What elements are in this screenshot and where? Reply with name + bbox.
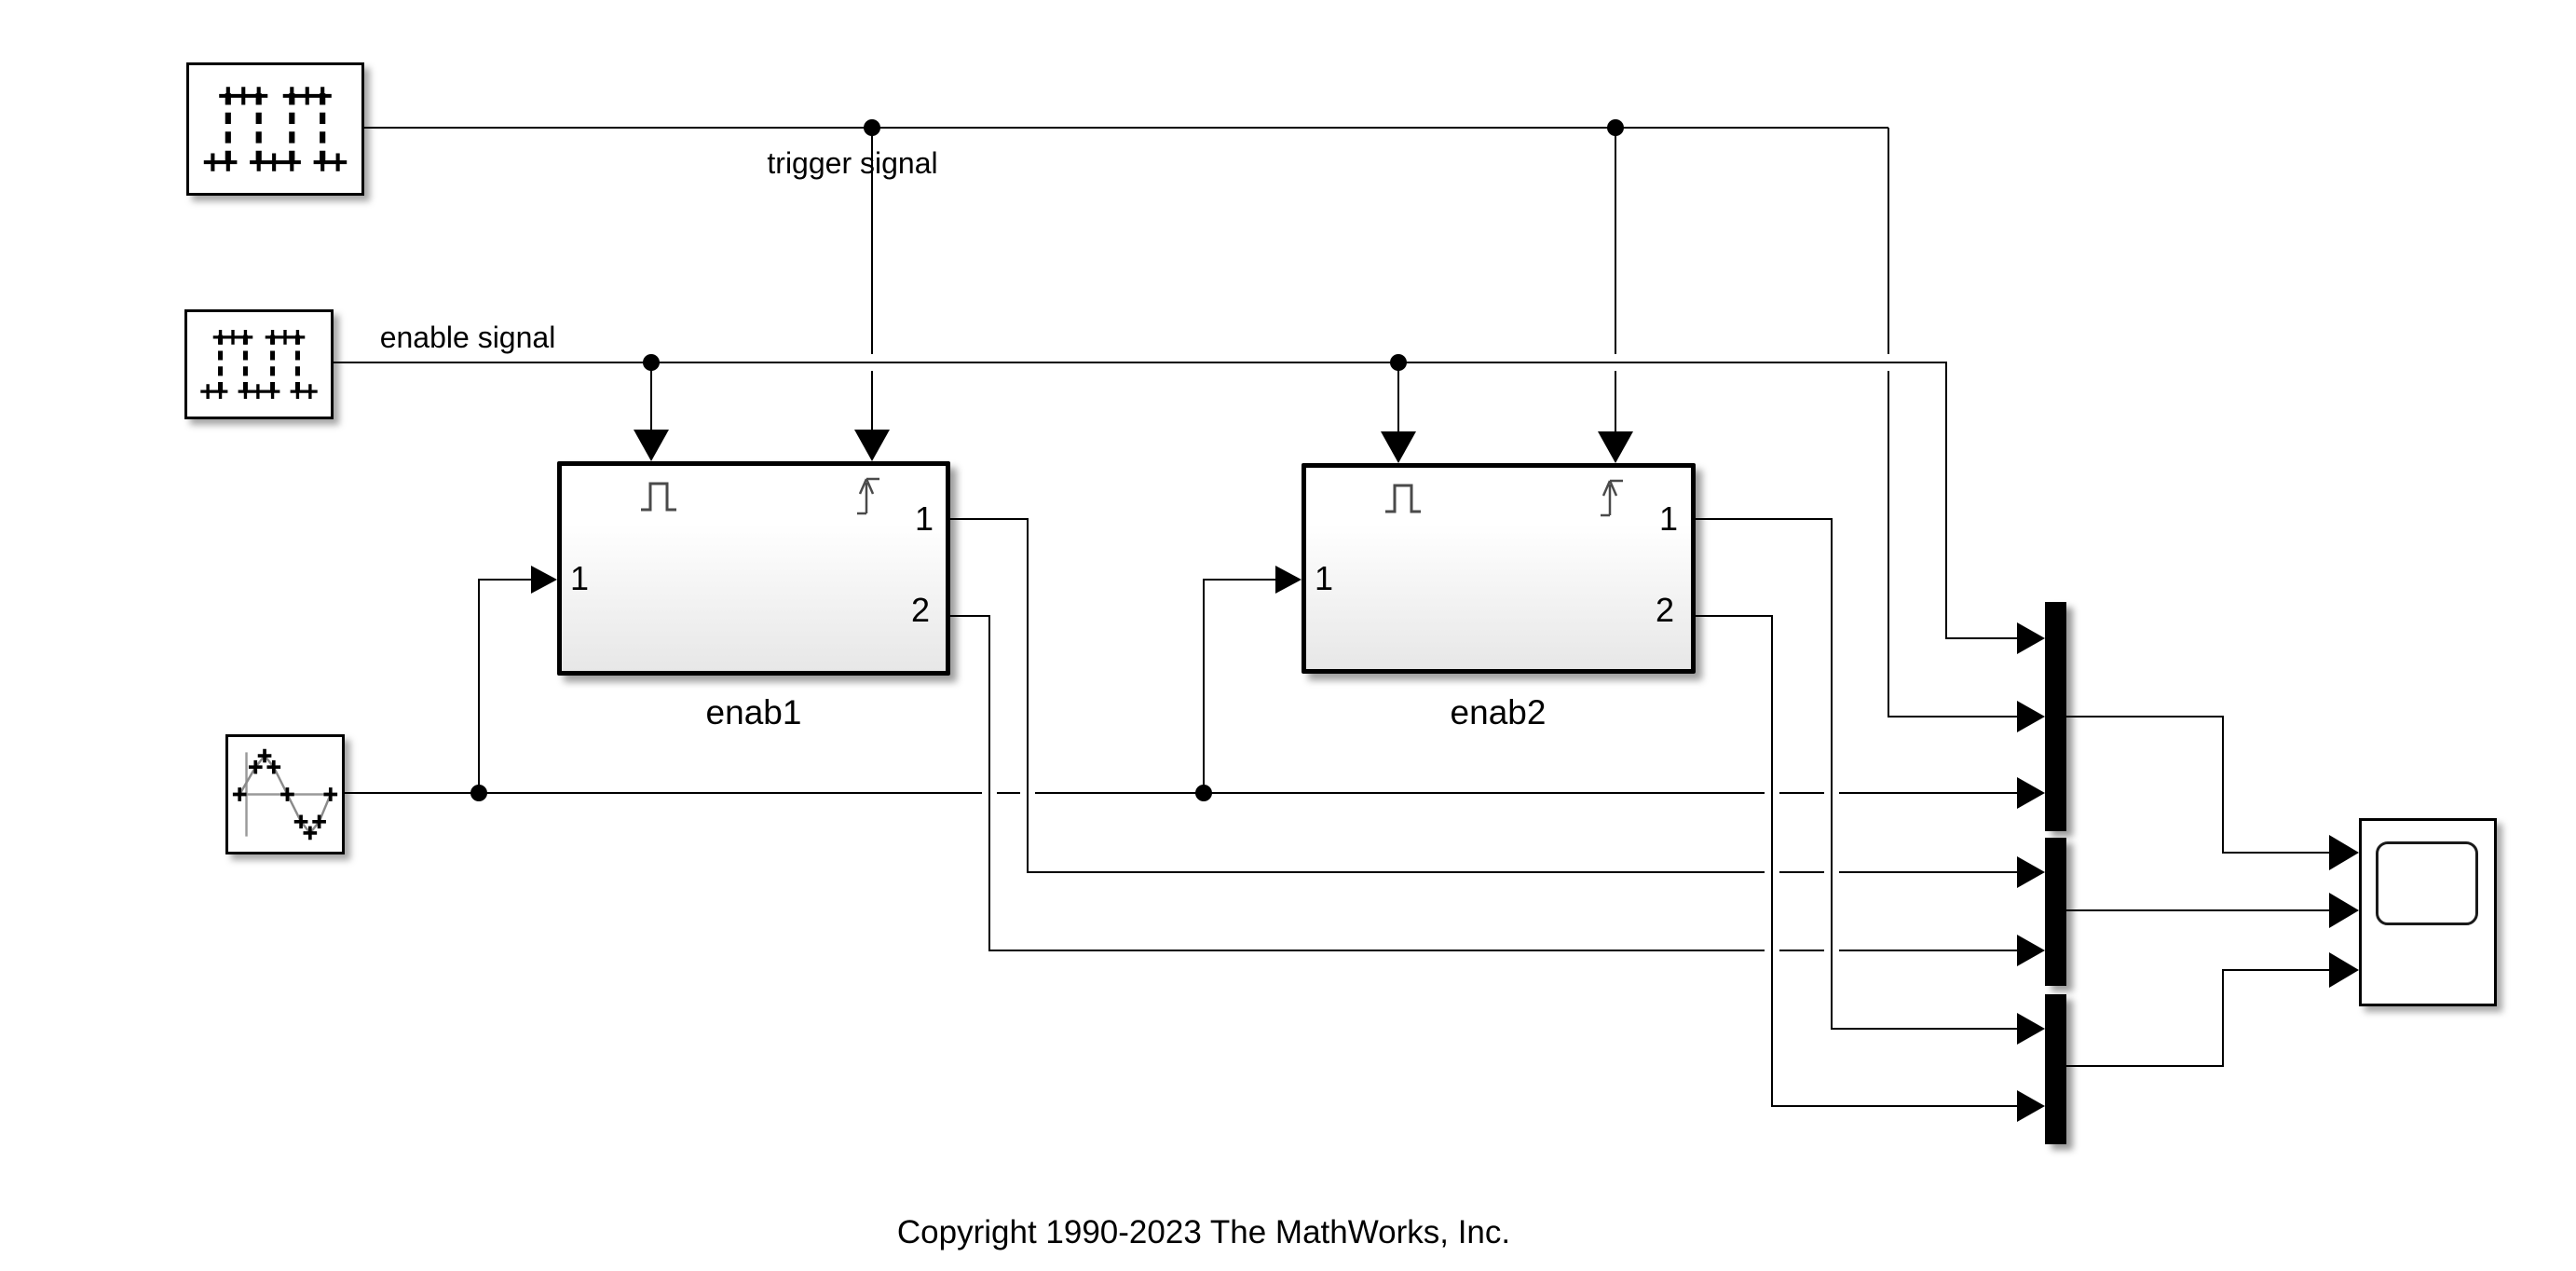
wire-sine-branch1-h[interactable]: [478, 579, 540, 581]
wire-trigger-h[interactable]: [364, 127, 1888, 129]
mux3-input2-arrowhead: [2017, 1090, 2045, 1122]
wire-enab2-out2-to-mux3[interactable]: [1771, 1105, 2017, 1107]
branch-dot-trigger2: [1607, 119, 1624, 136]
wire-enab1-out1-to-mux2[interactable]: [1027, 871, 2017, 873]
wire-enab1-out2-v[interactable]: [988, 616, 990, 951]
wire-enable-branch2-v[interactable]: [1397, 362, 1399, 433]
enab1-block-name[interactable]: enab1: [705, 693, 802, 731]
wire-sine-branch2-h[interactable]: [1203, 579, 1285, 581]
mux3-input1-arrowhead: [2017, 1013, 2045, 1045]
wire-trigger-branch1-v[interactable]: [871, 128, 873, 431]
scope-input1-arrowhead: [2329, 835, 2359, 870]
mux1-input2-arrowhead: [2017, 701, 2045, 732]
wire-enab2-out1-v[interactable]: [1831, 519, 1833, 1029]
input-arrowhead-enab2: [1275, 566, 1302, 594]
wire-mux3-to-scope[interactable]: [2222, 969, 2331, 971]
wire-mux1-out-v[interactable]: [2222, 717, 2224, 854]
enab1-input-port-label: 1: [570, 559, 590, 597]
discrete-pulse-generator-icon: [189, 65, 361, 193]
trigger-arrowhead-enab1: [854, 430, 890, 461]
wire-mux1-to-scope[interactable]: [2222, 852, 2331, 854]
wire-enab1-out2-to-mux2[interactable]: [988, 950, 2017, 951]
wire-sine-branch2-v[interactable]: [1203, 580, 1205, 793]
wire-mux1-out-h[interactable]: [2066, 716, 2224, 718]
input-arrowhead-enab1: [531, 566, 557, 594]
discrete-pulse-generator-icon: [187, 312, 331, 417]
scope-input2-arrowhead: [2329, 893, 2359, 928]
enab2-output2-port-label: 2: [1656, 591, 1675, 629]
wire-enab2-out2-h[interactable]: [1696, 615, 1773, 617]
enable-signal-label[interactable]: enable signal: [379, 321, 556, 354]
mux1-input1-arrowhead: [2017, 622, 2045, 654]
wire-sine-h[interactable]: [343, 792, 2017, 794]
wire-enab2-out1-to-mux3[interactable]: [1831, 1028, 2017, 1030]
wire-mux2-to-scope[interactable]: [2066, 909, 2331, 911]
pulse-generator-trigger-block[interactable]: [186, 62, 364, 196]
wire-enab1-out2-h[interactable]: [950, 615, 990, 617]
subsystem-enab2-block[interactable]: [1302, 463, 1696, 674]
copyright-annotation[interactable]: Copyright 1990-2023 The MathWorks, Inc.: [896, 1214, 1511, 1250]
wire-mux3-out-v[interactable]: [2222, 970, 2224, 1067]
wire-trigger-main-v[interactable]: [1888, 128, 1889, 718]
branch-dot-trigger1: [864, 119, 880, 136]
wire-enab2-out2-v[interactable]: [1771, 616, 1773, 1106]
discrete-sine-wave-icon: [228, 737, 342, 852]
scope-screen: [2376, 841, 2478, 925]
enab1-output2-port-label: 2: [911, 591, 931, 629]
mux2-input1-arrowhead: [2017, 856, 2045, 888]
wire-enab2-out1-h[interactable]: [1696, 518, 1833, 520]
mux2-block[interactable]: [2045, 838, 2066, 986]
trigger-signal-label[interactable]: trigger signal: [767, 146, 938, 180]
subsystem-enab1-block[interactable]: [557, 461, 950, 676]
enable-arrowhead-enab2: [1381, 431, 1416, 463]
wire-enab1-out1-h[interactable]: [950, 518, 1029, 520]
wire-trigger-branch2-v[interactable]: [1615, 128, 1616, 433]
mux1-block[interactable]: [2045, 602, 2066, 831]
enable-arrowhead-enab1: [634, 430, 669, 461]
enable-pulse-icon: [638, 477, 679, 516]
wire-enable-main-v[interactable]: [1945, 362, 1947, 638]
branch-dot-enable1: [643, 354, 660, 371]
sine-wave-block[interactable]: [225, 734, 345, 854]
branch-dot-sine2: [1195, 785, 1212, 801]
enab2-output1-port-label: 1: [1659, 499, 1679, 538]
wire-sine-branch1-v[interactable]: [478, 580, 480, 793]
wire-enable-to-mux1[interactable]: [1945, 637, 2017, 639]
trigger-edge-icon: [1599, 475, 1630, 520]
scope-block[interactable]: [2359, 818, 2497, 1006]
wire-enable-h[interactable]: [334, 362, 1947, 363]
wire-enable-branch1-v[interactable]: [650, 362, 652, 431]
mux3-block[interactable]: [2045, 994, 2066, 1144]
trigger-edge-icon: [855, 473, 887, 518]
mux1-input3-arrowhead: [2017, 777, 2045, 809]
branch-dot-enable2: [1390, 354, 1407, 371]
scope-input3-arrowhead: [2329, 952, 2359, 988]
trigger-arrowhead-enab2: [1598, 431, 1633, 463]
pulse-generator-enable-block[interactable]: [184, 309, 334, 419]
enab1-output1-port-label: 1: [915, 499, 934, 538]
mux2-input2-arrowhead: [2017, 935, 2045, 966]
wire-mux3-out-h[interactable]: [2066, 1065, 2224, 1067]
enab2-block-name[interactable]: enab2: [1450, 693, 1547, 731]
enable-pulse-icon: [1383, 479, 1424, 518]
branch-dot-sine1: [470, 785, 487, 801]
wire-trigger-to-mux1[interactable]: [1888, 716, 2017, 718]
enab2-input-port-label: 1: [1315, 559, 1334, 597]
wire-enab1-out1-v[interactable]: [1027, 519, 1029, 872]
